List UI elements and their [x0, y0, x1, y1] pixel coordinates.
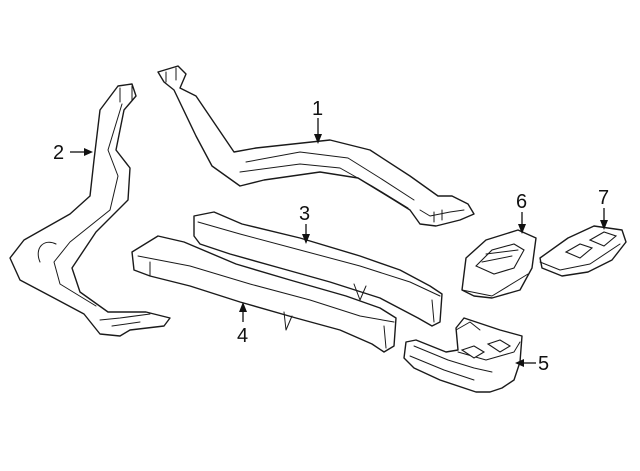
part-7-vent — [539, 225, 627, 277]
callout-6: 6 — [516, 191, 527, 213]
part-4-front-duct — [131, 235, 397, 353]
callout-1: 1 — [312, 98, 323, 120]
callout-2: 2 — [53, 142, 64, 164]
part-6-vent — [461, 229, 537, 299]
callout-3: 3 — [299, 203, 310, 225]
callout-4: 4 — [237, 325, 248, 347]
part-3-long-duct — [193, 211, 443, 327]
callout-labels: 1 2 3 4 5 6 7 — [53, 98, 609, 375]
callout-7: 7 — [598, 187, 609, 209]
callout-5: 5 — [538, 353, 549, 375]
part-1-upper-duct — [157, 65, 475, 227]
leader-lines — [70, 118, 608, 367]
part-5-outlet — [403, 317, 523, 393]
part-2-left-duct — [9, 83, 171, 337]
